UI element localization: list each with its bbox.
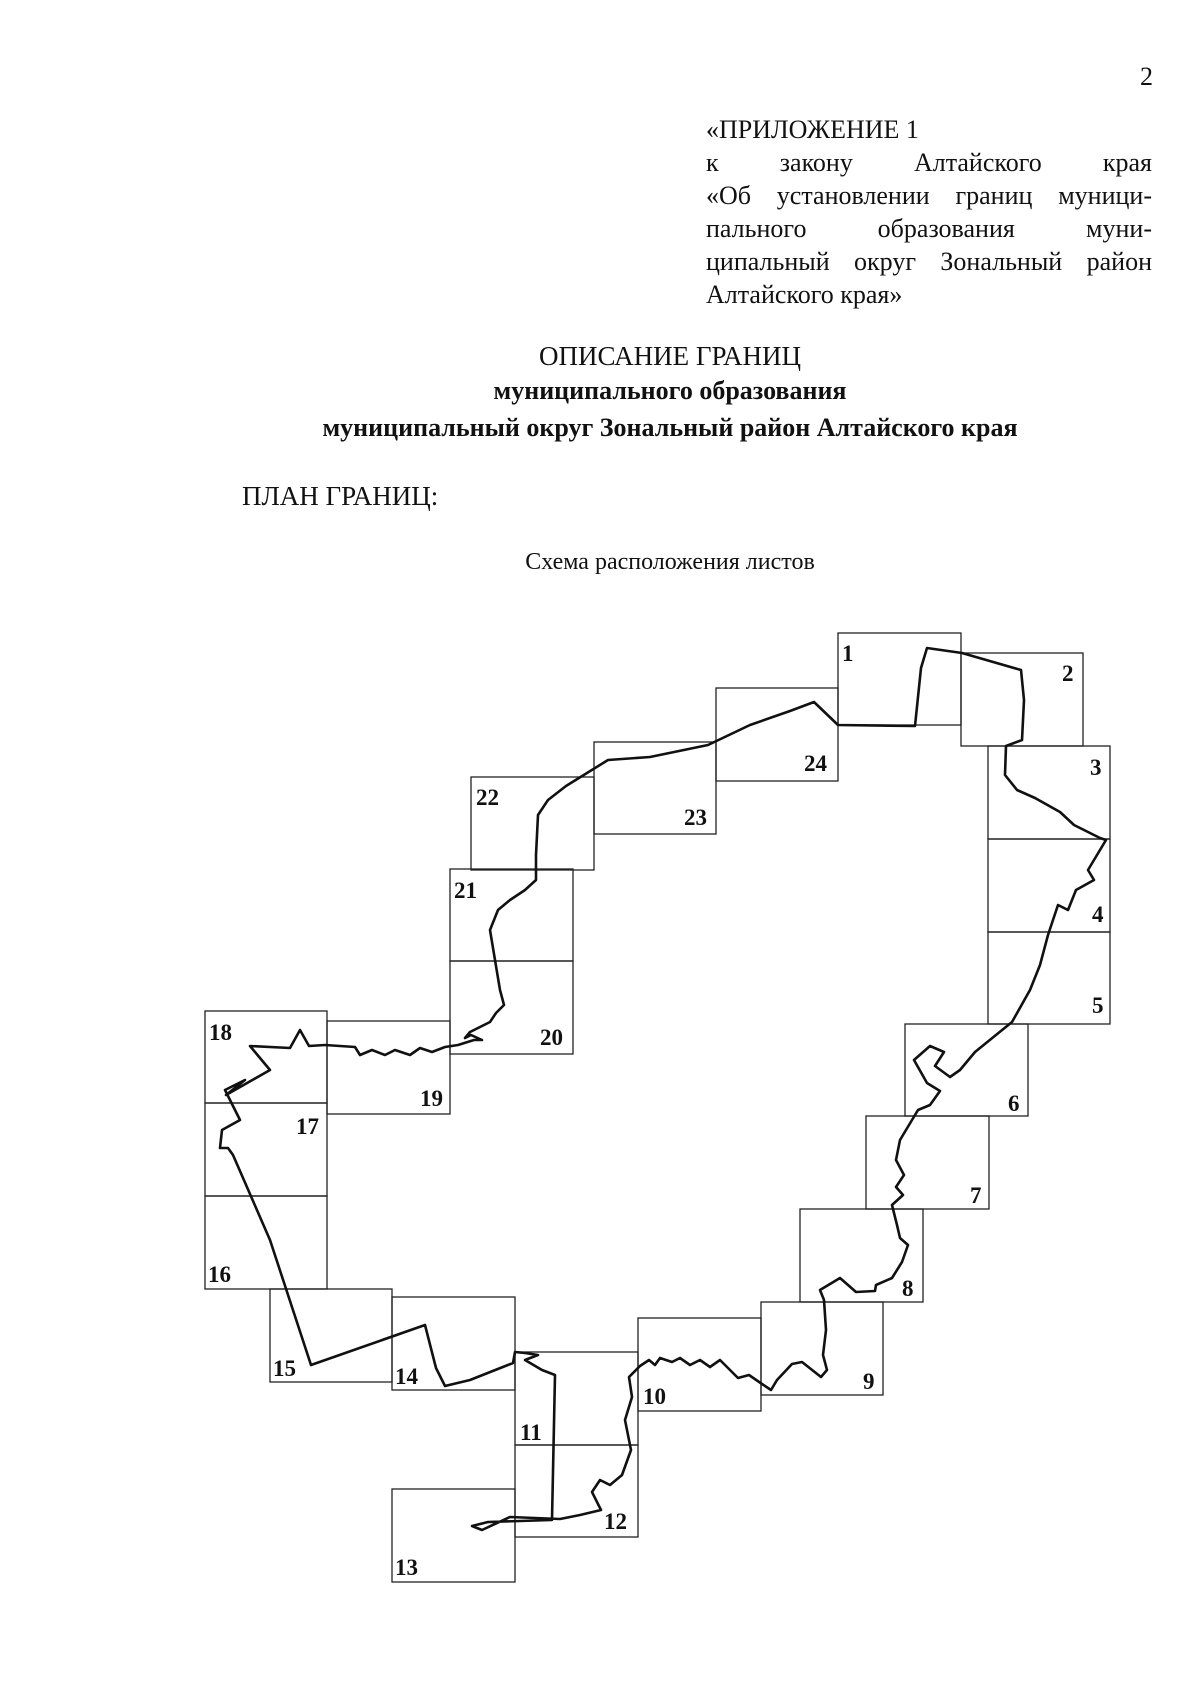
sheet-21 bbox=[449, 868, 574, 962]
sheet-label: 10 bbox=[643, 1384, 666, 1409]
sheet-label: 12 bbox=[604, 1509, 627, 1534]
sheet-24 bbox=[715, 687, 839, 782]
district-boundary bbox=[218, 646, 1108, 1532]
sheet-label: 1 bbox=[842, 641, 854, 666]
sheet-label: 15 bbox=[273, 1356, 296, 1381]
appendix-line: «Об установлении границ муници- bbox=[706, 181, 1152, 210]
sheet-1 bbox=[837, 632, 962, 726]
sheet-label: 9 bbox=[863, 1369, 875, 1394]
plan-label: ПЛАН ГРАНИЦ: bbox=[242, 481, 439, 511]
sheet-label: 19 bbox=[420, 1086, 443, 1111]
sheet-19 bbox=[326, 1020, 451, 1115]
sheet-label: 23 bbox=[684, 805, 707, 830]
sheet-label: 24 bbox=[804, 751, 828, 776]
sheet-label: 4 bbox=[1092, 902, 1104, 927]
appendix-line: пального образования муни- bbox=[706, 214, 1152, 243]
heading-municipality: муниципальный округ Зональный район Алта… bbox=[322, 413, 1018, 442]
appendix-block: «ПРИЛОЖЕНИЕ 1 к закону Алтайского края «… bbox=[706, 113, 1152, 311]
sheet-label: 13 bbox=[395, 1555, 418, 1580]
sheet-label: 11 bbox=[520, 1420, 542, 1445]
sheet-label: 5 bbox=[1092, 993, 1104, 1018]
appendix-line: к закону Алтайского края bbox=[706, 148, 1152, 177]
sheet-label: 17 bbox=[296, 1114, 319, 1139]
heading-subtitle: муниципального образования bbox=[493, 376, 847, 405]
page-number: 2 bbox=[1140, 62, 1153, 91]
sheet-label: 14 bbox=[395, 1364, 419, 1389]
appendix-line: Алтайского края» bbox=[706, 280, 903, 309]
scheme-caption: Схема расположения листов bbox=[525, 549, 815, 575]
sheet-label: 3 bbox=[1090, 755, 1102, 780]
sheet-label: 22 bbox=[476, 785, 499, 810]
heading-title: ОПИСАНИЕ ГРАНИЦ bbox=[538, 341, 802, 371]
sheet-label: 6 bbox=[1008, 1091, 1020, 1116]
appendix-line: ципальный округ Зональный район bbox=[706, 247, 1152, 276]
sheet-label: 16 bbox=[208, 1262, 231, 1287]
appendix-line: «ПРИЛОЖЕНИЕ 1 bbox=[706, 115, 919, 144]
sheet-label: 8 bbox=[902, 1276, 914, 1301]
sheet-label: 18 bbox=[209, 1020, 232, 1045]
sheet-labels: 1 2 3 4 5 6 7 8 9 10 11 12 13 14 15 16 1… bbox=[208, 641, 1104, 1580]
sheet-grid bbox=[204, 632, 1111, 1583]
sheet-13 bbox=[391, 1488, 516, 1583]
sheet-label: 7 bbox=[970, 1183, 982, 1208]
sheet-label: 21 bbox=[454, 878, 477, 903]
sheet-label: 20 bbox=[540, 1025, 563, 1050]
sheet-7 bbox=[865, 1115, 990, 1210]
sheet-label: 2 bbox=[1062, 661, 1074, 686]
sheet-23 bbox=[593, 741, 717, 835]
